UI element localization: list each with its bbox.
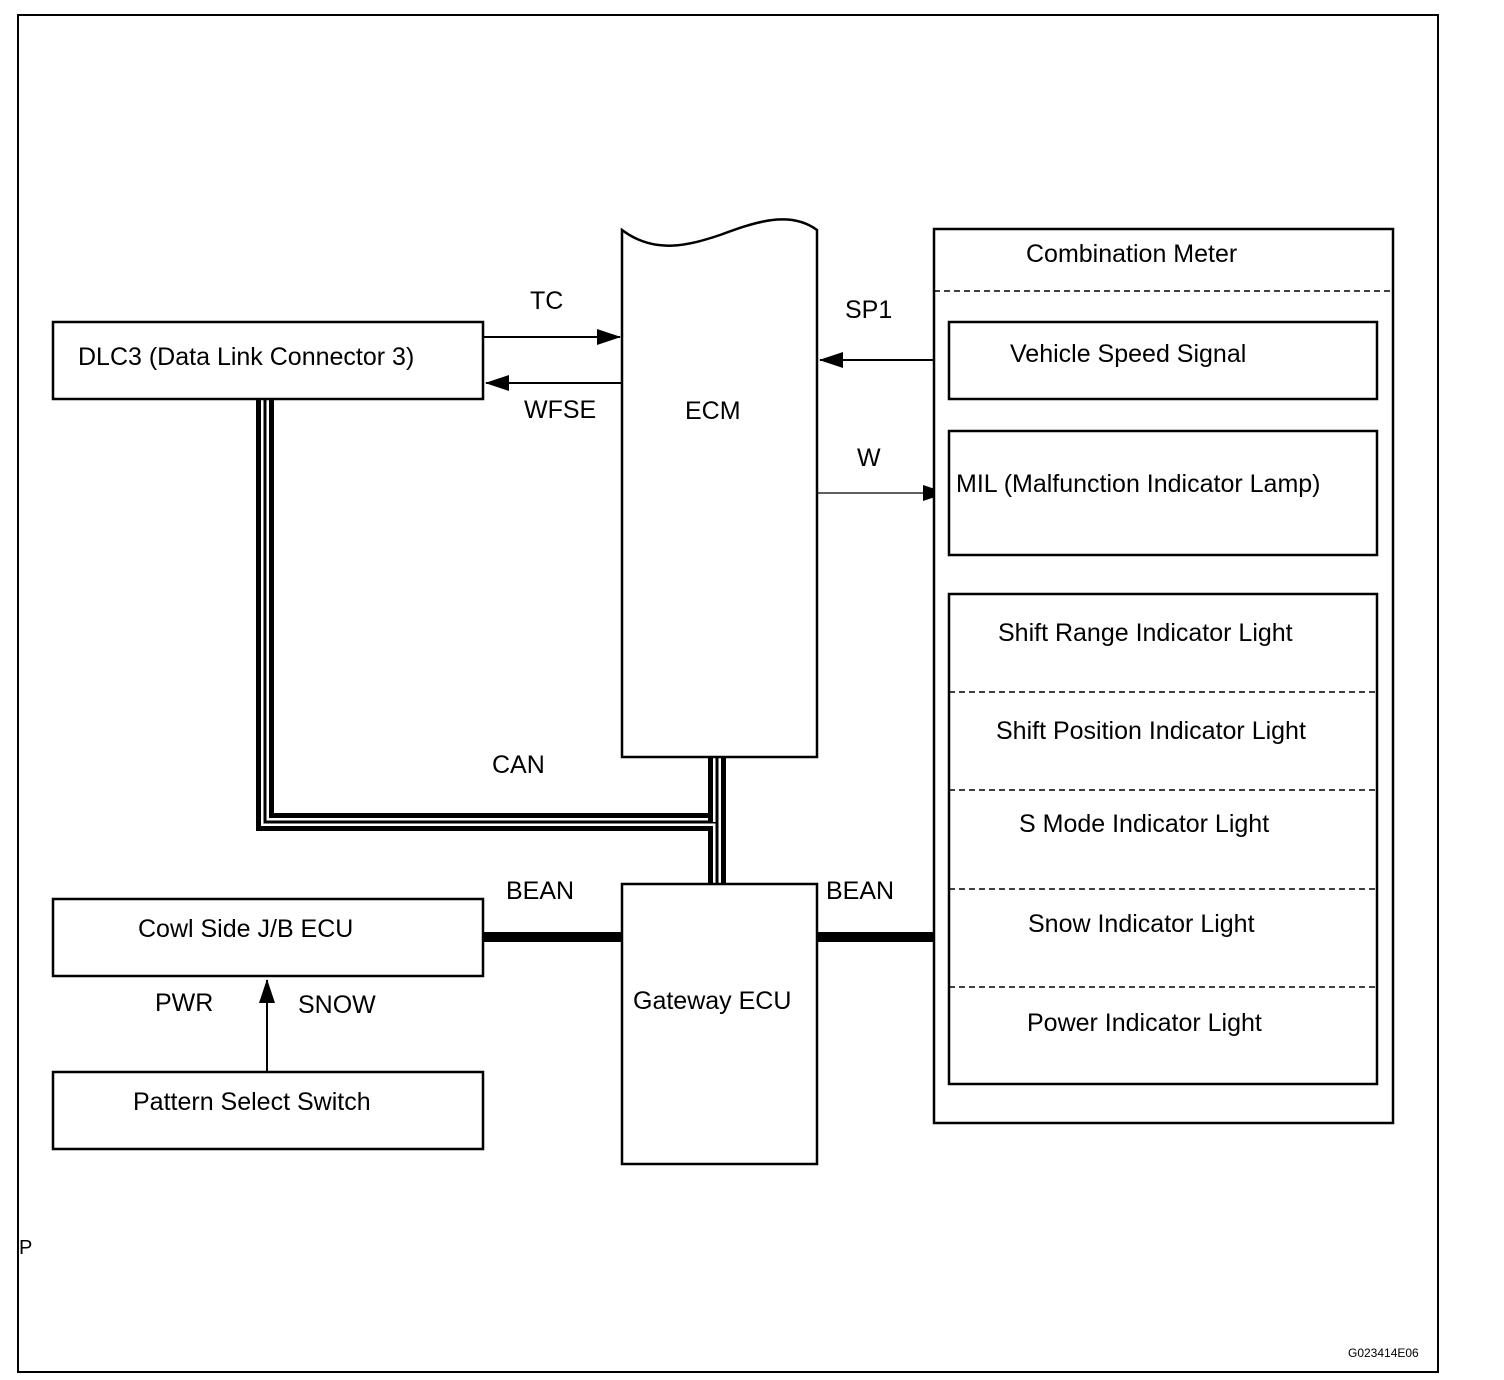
figure-id: G023414E06 [1348,1346,1419,1360]
snow-label: SNOW [298,991,376,1019]
s-mode-indicator-label: S Mode Indicator Light [1019,810,1269,838]
sp1-label: SP1 [845,296,892,324]
shift-position-indicator-label: Shift Position Indicator Light [996,717,1306,745]
snow-indicator-label: Snow Indicator Light [1028,910,1255,938]
dlc3-label: DLC3 (Data Link Connector 3) [78,343,414,371]
bean-right-label: BEAN [826,877,894,905]
ecm-label: ECM [685,397,741,425]
gateway-label: Gateway ECU [633,987,791,1015]
outer-frame [17,14,1439,1373]
mil-label: MIL (Malfunction Indicator Lamp) [956,470,1321,498]
w-label: W [857,444,881,472]
dlc3-box [51,320,485,401]
power-indicator-label: Power Indicator Light [1027,1009,1262,1037]
wfse-label: WFSE [524,396,596,424]
page-marker: P [19,1237,32,1259]
pattern-switch-label: Pattern Select Switch [133,1088,371,1116]
mil-box [947,429,1379,557]
combination-meter-label: Combination Meter [1026,240,1237,268]
shift-range-indicator-label: Shift Range Indicator Light [998,619,1293,647]
pattern-switch-box [51,1070,485,1151]
can-label: CAN [492,751,545,779]
gateway-box [620,882,819,1166]
indicator-lights-box [947,592,1379,1086]
vehicle-speed-label: Vehicle Speed Signal [1010,340,1246,368]
ecm-box [620,218,819,759]
tc-label: TC [530,287,563,315]
pwr-label: PWR [155,989,213,1017]
cowl-side-label: Cowl Side J/B ECU [138,915,353,943]
can-bus [256,398,726,884]
cowl-side-box [51,897,485,978]
vehicle-speed-box [947,320,1379,401]
bean-left-label: BEAN [506,877,574,905]
